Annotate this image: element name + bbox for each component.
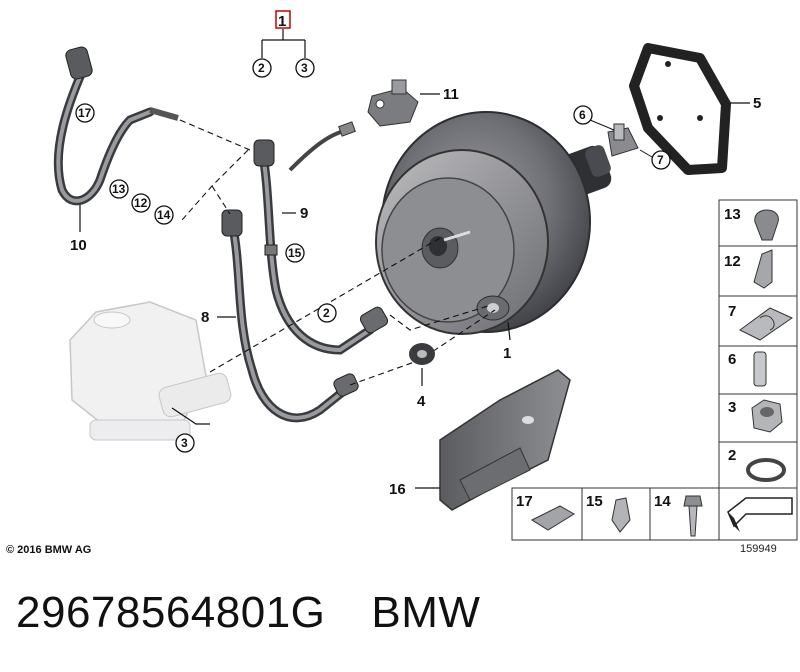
callout-3-left: 3 — [181, 436, 188, 450]
legend-6: 6 — [728, 351, 736, 368]
callout-2-mid: 2 — [323, 306, 330, 320]
legend-2: 2 — [728, 447, 736, 464]
callout-13: 13 — [112, 182, 126, 196]
brake-fluid-reservoir — [69, 301, 232, 441]
vacuum-hose-part-10: 17 13 12 14 10 — [53, 46, 179, 254]
spring-clip-7-icon — [739, 307, 794, 341]
brake-booster-parts-diagram: 1 2 3 5 6 7 — [6, 10, 798, 556]
grommet-part-4: 4 — [409, 343, 435, 410]
callout-8: 8 — [201, 309, 209, 326]
legend-14: 14 — [654, 493, 671, 510]
copyright-notice: © 2016 BMW AG — [6, 544, 91, 556]
legend-3: 3 — [728, 399, 736, 416]
clip-15-icon — [611, 497, 631, 533]
vacuum-sensor-part-11: 11 — [288, 79, 459, 172]
callout-16: 16 — [389, 481, 406, 498]
callout-1: 1 — [503, 345, 511, 362]
brake-booster-part-1: 1 — [375, 111, 612, 362]
callout-2-top: 2 — [258, 61, 265, 75]
callout-7: 7 — [657, 153, 664, 167]
callout-3-top: 3 — [301, 61, 308, 75]
gasket-part-5: 5 — [629, 43, 761, 175]
clip-13-icon — [754, 209, 779, 241]
bracket-part-16: 16 — [389, 369, 571, 511]
brand-name: BMW — [371, 588, 481, 637]
vacuum-hose-part-9: 9 15 — [253, 139, 389, 355]
part-number: 29678564801G — [16, 588, 326, 637]
callout-12: 12 — [134, 196, 148, 210]
callout-17: 17 — [78, 106, 92, 120]
callout-5: 5 — [753, 95, 761, 112]
screw-14-icon — [683, 495, 703, 537]
callout-6: 6 — [579, 108, 586, 122]
callout-11: 11 — [443, 86, 459, 103]
pin-6-icon — [753, 351, 767, 387]
legend-15: 15 — [586, 493, 603, 510]
callout-4: 4 — [417, 393, 426, 410]
callout-9: 9 — [300, 205, 308, 222]
hose-clip-17-icon — [530, 505, 575, 531]
callout-10: 10 — [70, 237, 87, 254]
legend-7: 7 — [728, 303, 736, 320]
o-ring-2-icon — [746, 458, 786, 482]
part-caption: 29678564801G BMW — [16, 588, 526, 638]
callout-group-1: 1 — [278, 13, 286, 30]
callout-15: 15 — [288, 246, 302, 260]
group-callout: 1 2 3 — [252, 10, 315, 78]
figure-number: 159949 — [740, 543, 777, 555]
legend-17: 17 — [516, 493, 533, 510]
clip-12-icon — [753, 249, 773, 289]
nut-3-icon — [751, 399, 783, 433]
direction-arrow-icon — [727, 497, 793, 532]
vacuum-hose-part-8: 8 — [201, 209, 359, 423]
callout-14: 14 — [157, 208, 171, 222]
legend-13: 13 — [724, 206, 741, 223]
group-highlight-box — [275, 10, 291, 29]
legend-12: 12 — [724, 253, 741, 270]
clevis-pin-parts-6-7: 6 7 — [573, 105, 671, 170]
